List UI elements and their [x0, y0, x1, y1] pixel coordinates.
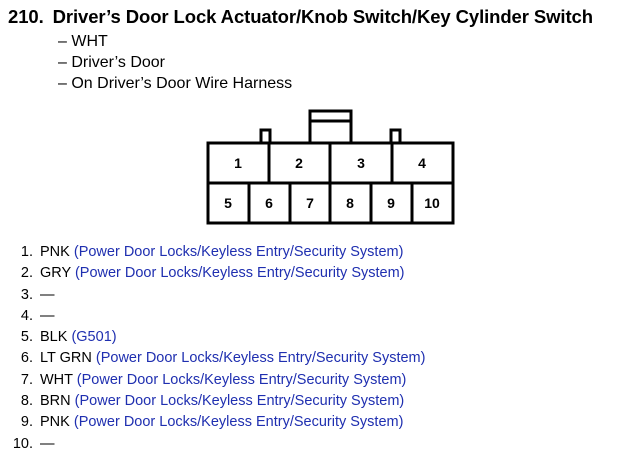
connector-lug-left — [259, 128, 272, 145]
pin-wire-color: — — [40, 307, 55, 324]
connector-key-tab — [308, 109, 353, 145]
pin-wire-color: LT GRN — [40, 350, 92, 367]
pin-description: BRN (Power Door Locks/Keyless Entry/Secu… — [40, 391, 404, 412]
pin-wire-color: PNK — [40, 244, 70, 260]
subtitle-color: – WHT — [58, 33, 108, 50]
cavity-4: 4 — [418, 155, 426, 171]
pin-description: BLK (G501) — [40, 327, 117, 348]
page-title: 210. Driver’s Door Lock Actuator/Knob Swi… — [8, 6, 593, 28]
cavity-2: 2 — [295, 155, 303, 171]
pin-number: 3. — [20, 286, 33, 303]
pin-description: GRY (Power Door Locks/Keyless Entry/Secu… — [40, 263, 405, 284]
pin-number: 9. — [20, 414, 33, 431]
pin-circuit-link[interactable]: (Power Door Locks/Keyless Entry/Security… — [74, 393, 405, 410]
pin-wire-color: BLK — [40, 329, 68, 346]
cavity-6: 6 — [265, 195, 273, 211]
pin-circuit-link[interactable]: (Power Door Locks/Keyless Entry/Security… — [74, 265, 405, 282]
pin-description: — — [40, 434, 55, 455]
cavity-3: 3 — [357, 155, 365, 171]
pin-number: 5. — [20, 329, 33, 346]
cavity-10: 10 — [424, 195, 440, 211]
pin-description: PNK (Power Door Locks/Keyless Entry/Secu… — [40, 412, 403, 433]
cavity-1: 1 — [234, 155, 242, 171]
cavity-5: 5 — [224, 195, 232, 211]
pin-description: — — [40, 285, 55, 306]
pin-circuit-link[interactable]: (Power Door Locks/Keyless Entry/Security… — [73, 244, 404, 260]
pin-description: — — [40, 306, 55, 327]
pin-description: WHT (Power Door Locks/Keyless Entry/Secu… — [40, 370, 406, 391]
cavity-9: 9 — [387, 195, 395, 211]
pin-number: 1. — [20, 244, 33, 260]
pin-circuit-link[interactable]: (Power Door Locks/Keyless Entry/Security… — [95, 350, 426, 367]
connector-lug-right — [389, 128, 402, 145]
pin-description: PNK (Power Door Locks/Keyless Entry/Secu… — [40, 242, 403, 263]
subtitle-harness: – On Driver’s Door Wire Harness — [58, 75, 293, 92]
pin-number: 4. — [20, 307, 33, 324]
pin-circuit-link[interactable]: (Power Door Locks/Keyless Entry/Security… — [73, 414, 404, 431]
pin-number: 2. — [20, 265, 33, 282]
cavity-8: 8 — [346, 195, 354, 211]
pin-circuit-link[interactable]: (Power Door Locks/Keyless Entry/Security… — [76, 371, 407, 388]
pin-wire-color: — — [40, 286, 55, 303]
pin-wire-color: GRY — [40, 265, 71, 282]
pin-wire-color: — — [40, 435, 55, 452]
pin-description: LT GRN (Power Door Locks/Keyless Entry/S… — [40, 348, 425, 369]
section-title: Driver’s Door Lock Actuator/Knob Switch/… — [52, 6, 593, 27]
pin-number: 7. — [20, 371, 33, 388]
pin-circuit-link[interactable]: (G501) — [71, 329, 117, 346]
pin-number: 6. — [20, 350, 33, 367]
connector-diagram: 1 2 3 4 5 6 7 8 9 10 — [206, 109, 455, 225]
subtitle-list: – WHT – Driver’s Door – On Driver’s Door… — [58, 31, 292, 94]
section-number: 210. — [8, 6, 44, 27]
pin-number: 8. — [20, 393, 33, 410]
subtitle-location: – Driver’s Door — [58, 54, 165, 71]
pin-wire-color: PNK — [40, 414, 70, 431]
pin-wire-color: BRN — [40, 393, 71, 410]
pin-wire-color: WHT — [40, 371, 73, 388]
pin-number: 10. — [12, 435, 33, 452]
cavity-7: 7 — [306, 195, 314, 211]
